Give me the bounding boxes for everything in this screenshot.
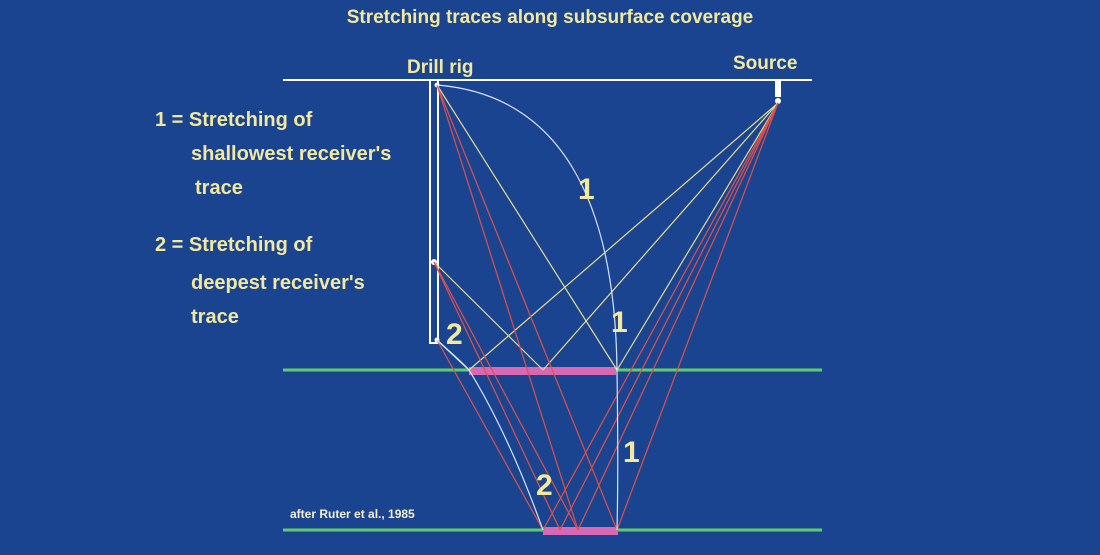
ray-path [616,102,779,531]
diagram-title: Stretching traces along subsurface cover… [346,7,754,28]
ray-paths-yellow [433,84,779,371]
legend-item-2-line-1: 2 = Stretching of [155,234,313,256]
marker-2-upper: 2 [446,318,463,351]
source-symbol-tip [775,98,781,104]
credit-note: after Ruter et al., 1985 [290,507,415,521]
marker-1-middle: 1 [611,306,628,339]
ray-path [433,261,579,531]
ray-path [433,261,544,371]
legend-item-1-line-3: trace [195,177,243,199]
stretch-curve-deep [436,339,544,531]
borehole [429,80,439,344]
ray-path [542,102,779,531]
legend-item-2-line-2: deepest receiver's [191,272,365,294]
marker-1-upper: 1 [578,173,595,206]
stretch-curves [436,84,619,531]
ray-path [436,84,618,371]
marker-1-lower: 1 [623,436,640,469]
source-symbol [775,80,781,97]
ray-path [577,102,779,531]
ray-path [433,261,561,531]
upper-coverage-bar [469,367,616,375]
ray-path [559,102,779,531]
legend-item-1-line-1: 1 = Stretching of [155,109,313,131]
ray-path [436,84,618,531]
legend-item-1-line-2: shallowest receiver's [191,143,392,165]
ray-paths-red [433,84,779,531]
ray-path [468,102,779,371]
stretch-curve-shallow [436,84,619,531]
source-label: Source [733,53,798,74]
ray-path [436,339,544,531]
drill-rig-label: Drill rig [407,57,474,78]
ray-path [616,102,779,371]
marker-2-lower: 2 [536,469,553,502]
ray-path [436,84,579,531]
lower-coverage-bar [543,527,618,535]
ray-path [542,102,779,371]
legend-item-2-line-3: trace [191,306,239,328]
